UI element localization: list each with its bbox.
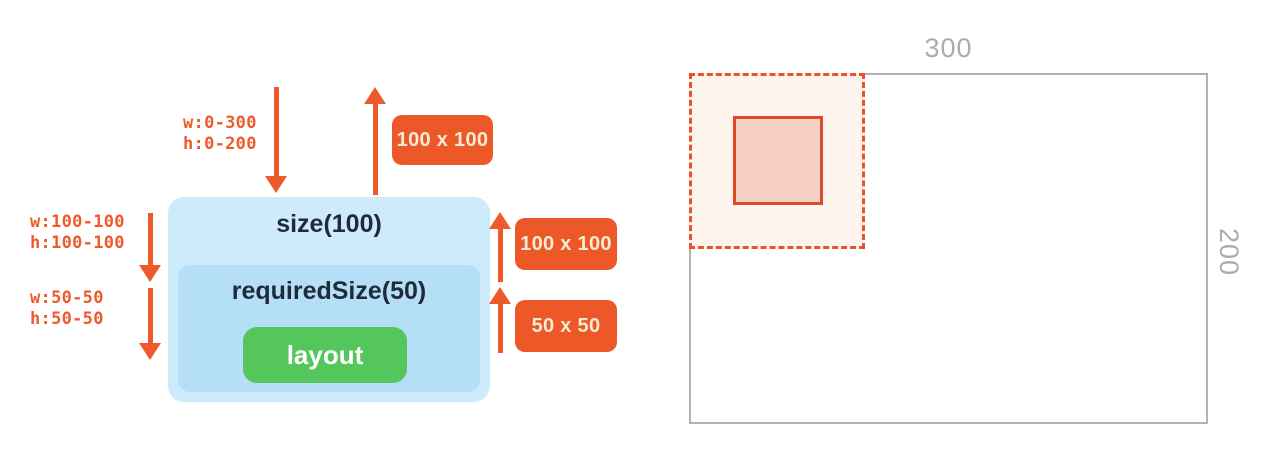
parent-width-label: 300: [924, 33, 973, 63]
arrow-head: [265, 176, 287, 193]
arrow-up-icon: [363, 87, 387, 195]
outer-modified-constraints-label: w:100-100 h:100-100: [30, 212, 125, 254]
arrow-head: [489, 212, 511, 229]
arrow-head: [139, 343, 161, 360]
required-size-modifier-box: requiredSize(50) layout: [178, 265, 480, 392]
arrow-up-icon: [488, 287, 512, 353]
arrow-shaft: [497, 229, 503, 282]
size-modifier-box: size(100) requiredSize(50) layout: [168, 197, 490, 402]
inner-constraints-height: h:50-50: [30, 309, 104, 329]
size-modifier-label: size(100): [276, 210, 382, 238]
arrow-shaft: [372, 104, 378, 195]
arrow-up-icon: [488, 212, 512, 282]
arrow-head: [489, 287, 511, 304]
arrow-down-icon: [138, 213, 162, 282]
inner-modified-constraints-label: w:50-50 h:50-50: [30, 288, 104, 330]
parent-height-label: 200: [1214, 227, 1244, 277]
arrow-down-icon: [264, 87, 288, 193]
arrow-head: [364, 87, 386, 104]
arrow-head: [139, 265, 161, 282]
outer-size-badge: 100 x 100: [515, 218, 617, 270]
arrow-shaft: [497, 304, 503, 353]
arrow-shaft: [273, 87, 279, 176]
arrow-shaft: [147, 288, 153, 343]
incoming-constraints-height: h:0-200: [183, 134, 257, 154]
size-result-badge-top: 100 x 100: [392, 115, 493, 165]
incoming-constraints-width: w:0-300: [183, 113, 257, 133]
arrow-shaft: [147, 213, 153, 265]
incoming-constraints-label: w:0-300 h:0-200: [183, 113, 257, 155]
required-size-modifier-label: requiredSize(50): [231, 277, 427, 305]
outer-constraints-height: h:100-100: [30, 233, 125, 253]
required-size-placed-square: [733, 116, 823, 205]
inner-size-badge: 50 x 50: [515, 300, 617, 352]
arrow-down-icon: [138, 288, 162, 360]
outer-constraints-width: w:100-100: [30, 212, 125, 232]
inner-constraints-width: w:50-50: [30, 288, 104, 308]
layout-node: layout: [243, 327, 407, 383]
